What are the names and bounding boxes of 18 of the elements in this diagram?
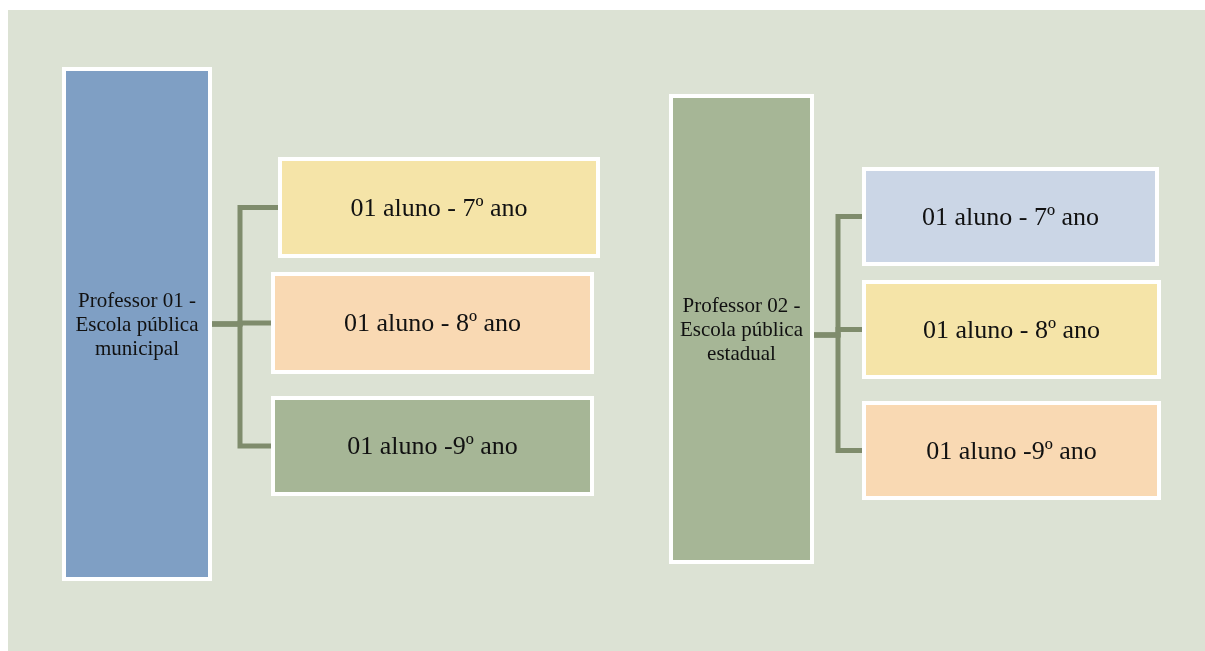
student-box xyxy=(862,167,1159,266)
student-box xyxy=(278,157,600,258)
student-box xyxy=(271,272,594,374)
node-label: Professor 02 - Escola pública estadual xyxy=(678,292,804,366)
student-box xyxy=(271,396,594,496)
node-label: 01 aluno - 8º ano xyxy=(922,313,1101,346)
teacher-box xyxy=(669,94,814,564)
node-label: 01 aluno -9º ano xyxy=(925,434,1098,467)
student-box xyxy=(862,280,1161,379)
node-label: 01 aluno - 7º ano xyxy=(921,200,1100,233)
teacher-box xyxy=(62,67,212,581)
node-label: 01 aluno - 8º ano xyxy=(343,307,522,339)
node-label: Professor 01 - Escola pública municipal xyxy=(74,287,200,361)
connector-line xyxy=(212,321,271,449)
node-label: 01 aluno -9º ano xyxy=(346,430,519,462)
node-label: 01 aluno - 7º ano xyxy=(349,191,529,224)
connector-line xyxy=(814,332,862,453)
student-box xyxy=(862,401,1161,500)
